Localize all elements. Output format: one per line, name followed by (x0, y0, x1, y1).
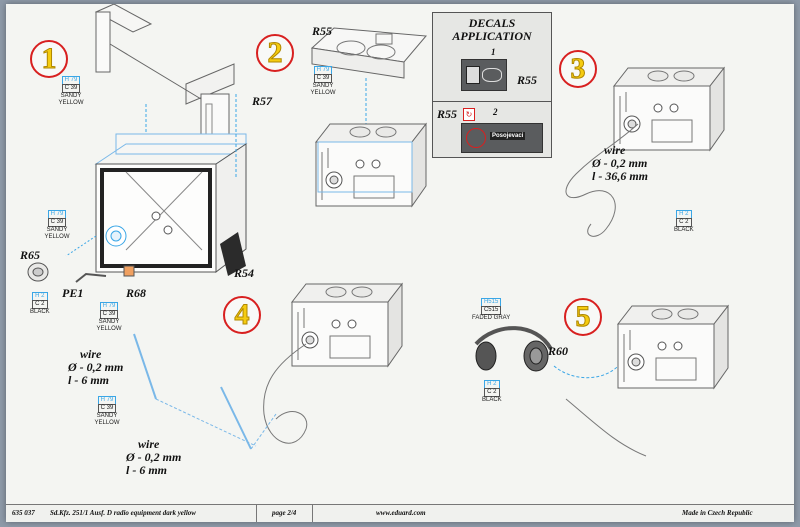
step-1-number: 1 (41, 42, 57, 76)
part-label-r65: R65 (20, 248, 41, 262)
paint-callout-black-step3: H 2 C 2 BLACK (674, 210, 694, 233)
part-label-r55: R55 (312, 24, 333, 38)
footer-title: Sd.Kfz. 251/1 Ausf. D radio equipment da… (50, 509, 196, 517)
step-4-number: 4 (234, 298, 250, 332)
paint-callout-black-step5: H 2 C 2 BLACK (482, 380, 502, 403)
footer-code: 635 037 (12, 509, 35, 517)
part-label-r60: R60 (548, 344, 569, 358)
step-5-number: 5 (575, 300, 591, 334)
wire-spec-step3: wire Ø - 0,2 mm l - 36,6 mm (592, 143, 648, 183)
part-label-pe1: PE1 (62, 286, 84, 300)
footer-page: page 2/4 (272, 509, 297, 517)
step-4-marker: 4 (223, 296, 261, 334)
decal-number-1: 1 (491, 47, 496, 57)
instruction-sheet: 1 2 3 4 5 R57 R55 R54 R65 PE1 R68 R60 H … (6, 4, 794, 522)
footer-made-in: Made in Czech Republic (682, 509, 753, 517)
step-2-marker: 2 (256, 34, 294, 72)
part-label-r57: R57 (252, 94, 273, 108)
step-1-marker: 1 (30, 40, 68, 78)
frame-r57 (94, 4, 235, 150)
assembly-line-art (27, 4, 729, 457)
part-label-r68: R68 (126, 286, 147, 300)
decals-application-panel: DECALS APPLICATION 1 R55 R55 ↻ 2 Posojev… (432, 12, 552, 158)
paint-callout-black-step1: H 2 C 2 BLACK (30, 292, 50, 315)
decal-2-image: Posojevaci (461, 123, 543, 153)
paint-callout-sandy-step1-top: H 79 C 39 SANDY YELLOW (58, 76, 84, 106)
step-2-number: 2 (267, 36, 283, 70)
step-5-marker: 5 (564, 298, 602, 336)
paint-callout-sandy-step4: H 79 C 39 SANDY YELLOW (94, 396, 120, 426)
paint-callout-sandy-step1-bottom: H 79 C 39 SANDY YELLOW (96, 302, 122, 332)
decals-title: DECALS APPLICATION (452, 16, 532, 43)
step-3-marker: 3 (559, 50, 597, 88)
decal-part-label-r55: R55 (517, 73, 538, 87)
paint-callout-faded-gray: H515 C515 FADED GRAY (472, 298, 511, 321)
wire-spec-step4-b: wire Ø - 0,2 mm l - 6 mm (126, 437, 182, 477)
decal-1-image (461, 59, 507, 91)
paint-callout-sandy-step2: H 79 C 39 SANDY YELLOW (310, 66, 336, 96)
paint-callout-sandy-step1-left: H 79 C 39 SANDY YELLOW (44, 210, 70, 240)
footer-bar: 635 037 Sd.Kfz. 251/1 Ausf. D radio equi… (6, 504, 794, 522)
decal-2-text: Posojevaci (490, 132, 526, 140)
decal-number-2: 2 (493, 107, 498, 117)
decal-part-label-r55-2: R55 (437, 107, 458, 121)
decal-marker-icon: ↻ (463, 108, 475, 121)
wire-spec-step4-a: wire Ø - 0,2 mm l - 6 mm (68, 347, 124, 387)
footer-website: www.eduard.com (376, 509, 426, 517)
step-3-number: 3 (570, 52, 586, 86)
part-label-r54: R54 (234, 266, 255, 280)
